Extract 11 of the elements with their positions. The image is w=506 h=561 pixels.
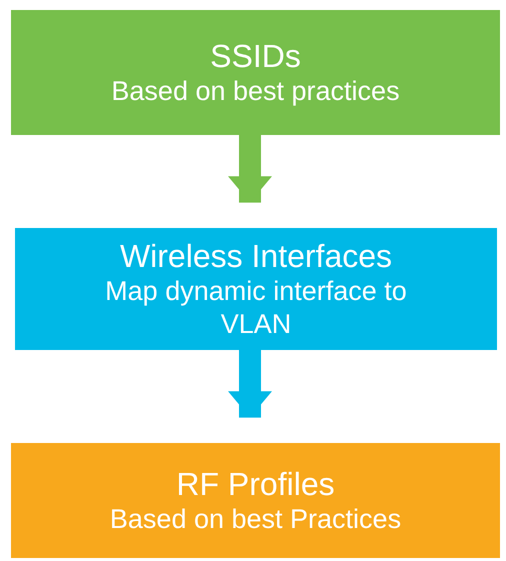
- process-box: [11, 443, 500, 558]
- arrow: [228, 350, 272, 418]
- box-title: SSIDs: [210, 37, 301, 75]
- arrow: [228, 135, 272, 203]
- box-description: Based on best Practices: [108, 503, 402, 536]
- box-description: Map dynamic interface to VLAN: [104, 275, 408, 341]
- box-title: RF Profiles: [176, 465, 335, 503]
- process-box: [15, 228, 497, 350]
- process-box: [11, 10, 500, 135]
- box-title: Wireless Interfaces: [120, 237, 392, 275]
- box-description: Based on best practices: [110, 75, 401, 108]
